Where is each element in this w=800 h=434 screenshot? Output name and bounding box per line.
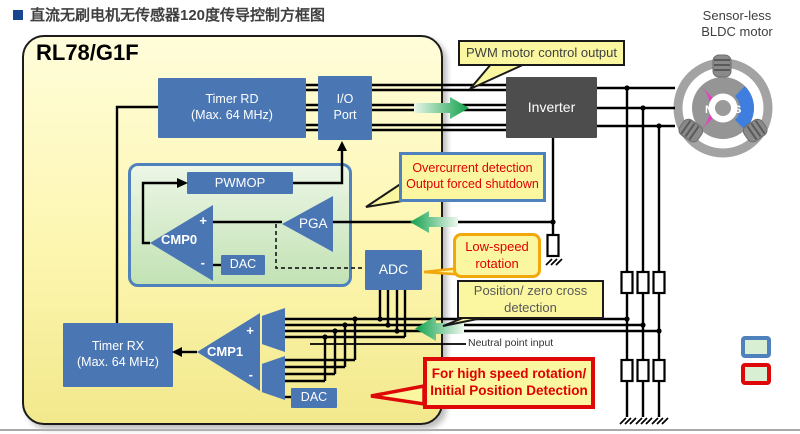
- pwmop-block: PWMOP: [187, 172, 293, 194]
- callout-overcurrent: Overcurrent detection Output forced shut…: [399, 152, 546, 202]
- stator-coil-top: [712, 54, 732, 78]
- footer-divider: [0, 429, 800, 431]
- callout-low-speed: Low-speed rotation: [453, 233, 541, 278]
- neutral-point-input-label: Neutral point input: [468, 337, 554, 349]
- page-title: 直流无刷电机无传感器120度传导控制方框图: [30, 7, 326, 24]
- legend-swatch-red: [741, 363, 771, 385]
- magnet-south: [735, 86, 754, 130]
- callout-position-detection: Position/ zero cross detection: [457, 280, 604, 319]
- dac0-block: DAC: [221, 255, 265, 275]
- mux-upper: [262, 308, 285, 352]
- callout-high-speed: For high speed rotation/ Initial Positio…: [423, 357, 595, 409]
- timer-rx-block: Timer RX (Max. 64 MHz): [63, 323, 173, 387]
- magnet-n-label: N: [705, 104, 713, 116]
- dac1-block: DAC: [291, 388, 337, 408]
- timer-rd-block: Timer RD (Max. 64 MHz): [158, 78, 306, 138]
- stator-coil-left: [678, 118, 704, 143]
- magnet-s-label: S: [734, 104, 741, 116]
- mux-lower: [262, 356, 285, 400]
- title-bullet-icon: [13, 10, 23, 20]
- inverter-block: Inverter: [506, 77, 597, 138]
- callout-pwm-output: PWM motor control output: [458, 40, 625, 66]
- motor-label: Sensor-less BLDC motor: [701, 8, 773, 39]
- bldc-motor-icon: N S: [673, 54, 773, 158]
- io-port-block: I/O Port: [318, 76, 372, 140]
- adc-block: ADC: [365, 250, 422, 290]
- stator-coil-right: [742, 118, 768, 143]
- chip-name: RL78/G1F: [36, 40, 139, 65]
- legend-swatch-blue: [741, 336, 771, 358]
